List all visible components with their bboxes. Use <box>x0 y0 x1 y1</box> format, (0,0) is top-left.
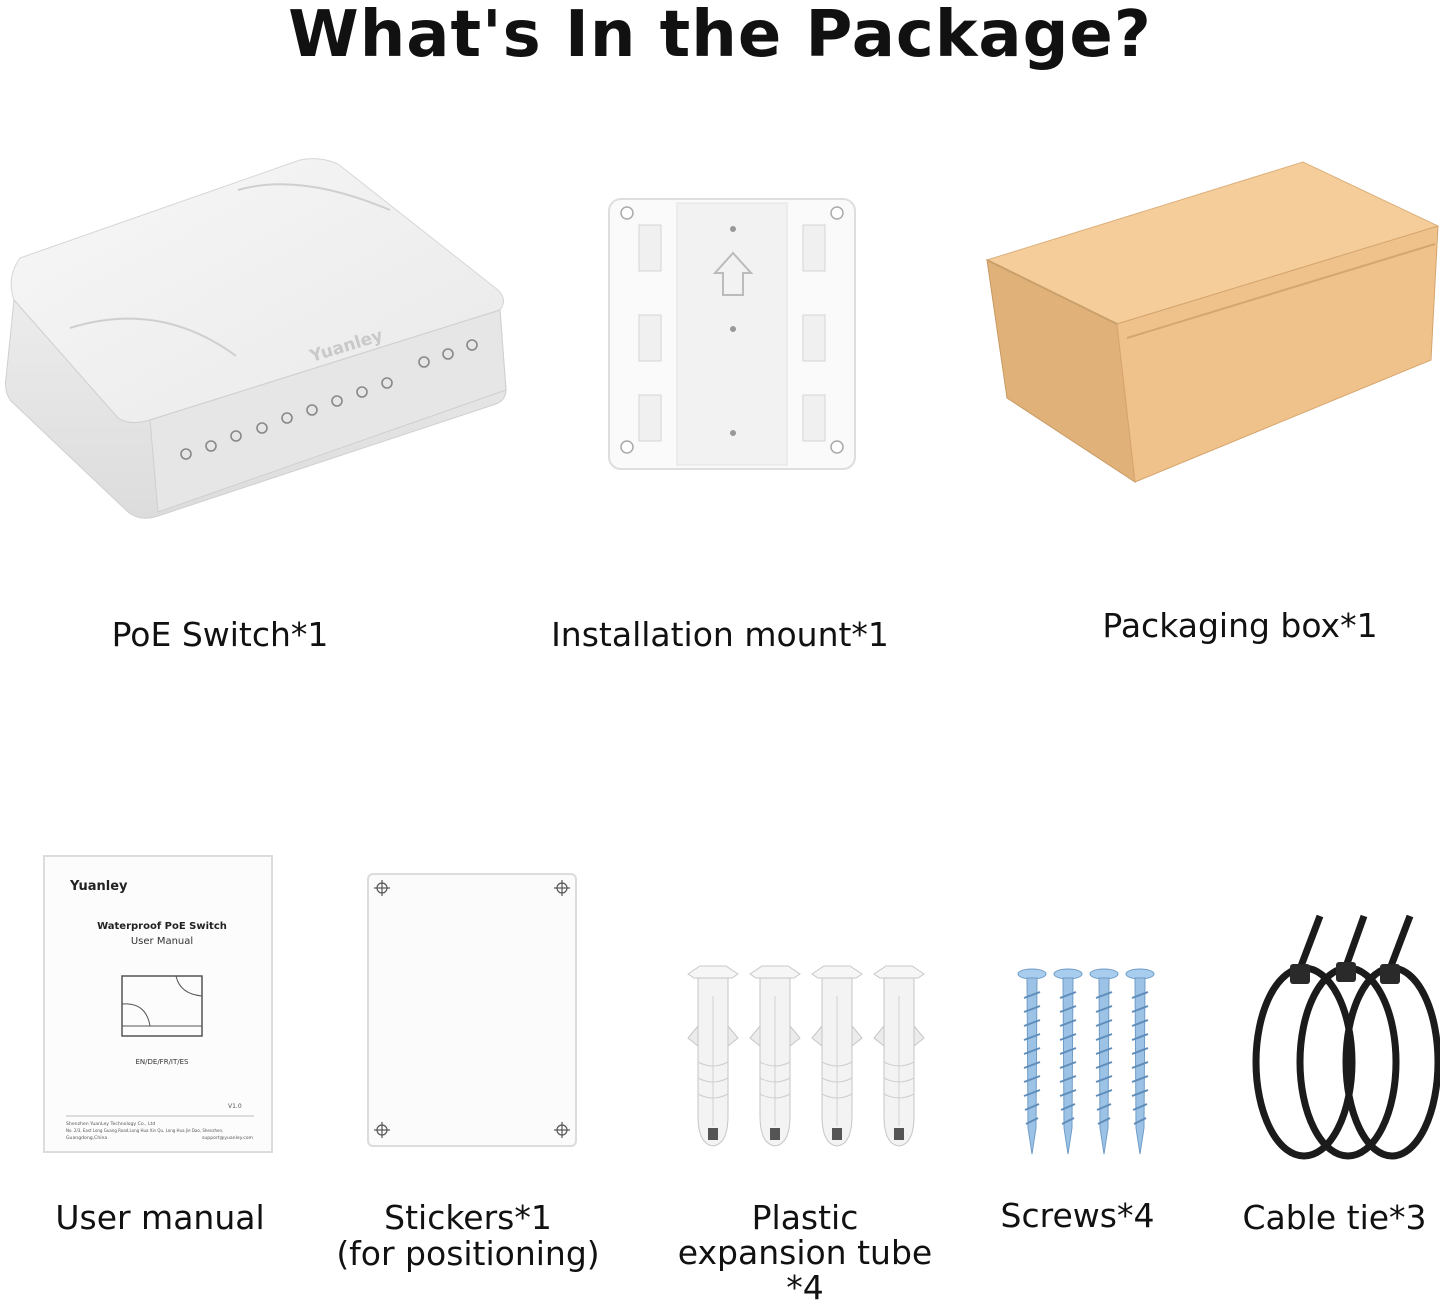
manual-footer-city: Guangdong,China <box>66 1135 107 1141</box>
poe-switch-image: Yuanley <box>5 158 507 519</box>
label-cable-tie: Cable tie*3 <box>1242 1198 1427 1237</box>
label-installation-mount: Installation mount*1 <box>551 615 889 654</box>
label-poe-switch: PoE Switch*1 <box>111 615 329 654</box>
packaging-box-image <box>985 161 1440 484</box>
label-stickers-line2: (for positioning) <box>336 1234 600 1273</box>
manual-title: Waterproof PoE Switch <box>97 921 227 932</box>
screws-image <box>1017 968 1155 1155</box>
cable-ties-image <box>1252 914 1440 1160</box>
label-screws: Screws*4 <box>1000 1196 1155 1235</box>
expansion-tubes-image <box>687 965 925 1147</box>
label-expansion-line3: *4 <box>786 1268 824 1307</box>
user-manual-image: Yuanley Waterproof PoE Switch User Manua… <box>43 855 273 1153</box>
label-expansion-tube: Plastic expansion tube *4 <box>660 1200 950 1305</box>
label-user-manual: User manual <box>55 1198 265 1237</box>
stickers-image <box>367 873 577 1147</box>
label-expansion-line1: Plastic <box>751 1198 859 1237</box>
manual-footer-address: No. 2/3, East Long Guang Road,Long Hua X… <box>66 1128 223 1133</box>
label-stickers-line1: Stickers*1 <box>384 1198 552 1237</box>
manual-footer-email: support@yuanley.com <box>202 1135 254 1141</box>
manual-languages: EN/DE/FR/IT/ES <box>135 1058 189 1066</box>
label-packaging-box: Packaging box*1 <box>1102 606 1378 645</box>
manual-brand: Yuanley <box>69 879 128 894</box>
label-stickers: Stickers*1 (for positioning) <box>318 1200 618 1272</box>
manual-version: V1.0 <box>228 1103 242 1110</box>
manual-subtitle: User Manual <box>131 936 193 947</box>
installation-mount-image <box>608 198 856 470</box>
manual-footer-company: Shenzhen YuanLey Technology Co., Ltd <box>66 1121 155 1127</box>
label-expansion-line2: expansion tube <box>677 1233 933 1272</box>
page-title: What's In the Package? <box>288 0 1152 72</box>
